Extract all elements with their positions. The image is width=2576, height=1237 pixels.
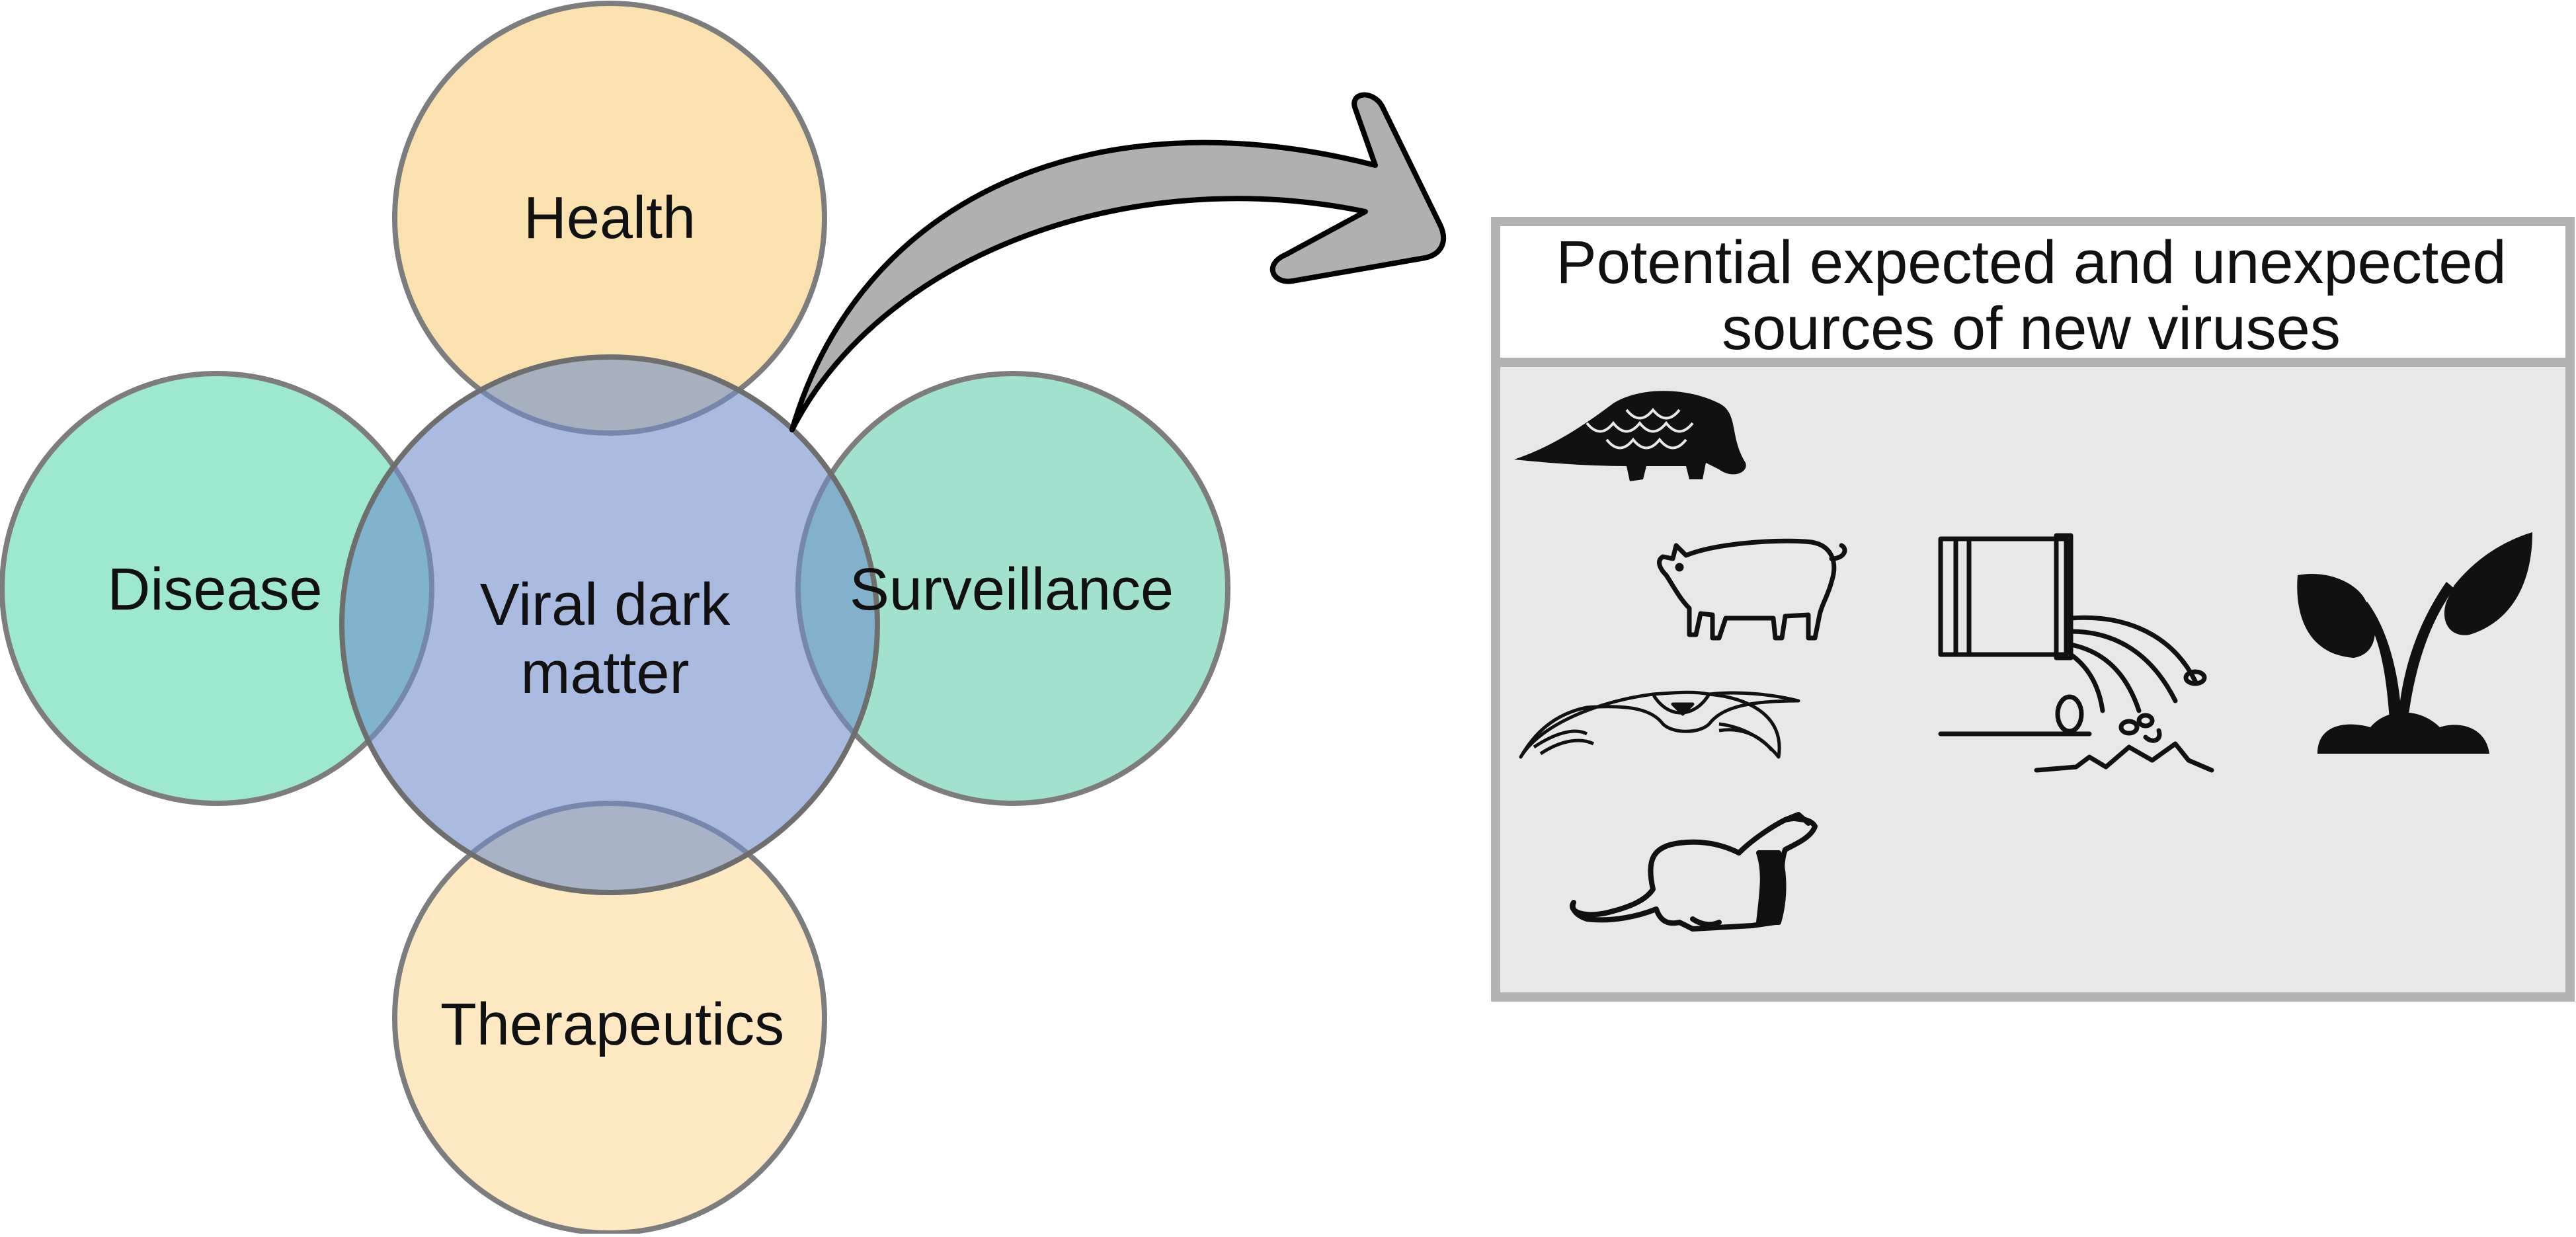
wastewater-pipe-icon: [1938, 533, 2214, 773]
label-disease: Disease: [107, 557, 322, 623]
curved-arrow-icon: [789, 92, 1446, 432]
label-center-line1: Viral dark: [480, 572, 731, 638]
sources-panel: Potential expected and unexpected source…: [1491, 217, 2575, 1002]
plant-sprout-icon: [2297, 532, 2532, 754]
panel-title-line1: Potential expected and unexpected: [1556, 229, 2506, 296]
pig-icon: [1657, 538, 1847, 641]
pangolin-icon: [1514, 391, 1746, 481]
label-center-line2: matter: [520, 640, 689, 706]
label-health: Health: [524, 185, 696, 251]
bat-icon: [1519, 690, 1800, 759]
circle-group: [0, 1, 1230, 1236]
circle-center: [339, 354, 880, 895]
panel-title-line2: sources of new viruses: [1722, 295, 2341, 362]
sources-panel-header: [1491, 217, 2575, 367]
label-surveillance: Surveillance: [850, 557, 1174, 623]
label-therapeutics: Therapeutics: [440, 992, 784, 1058]
ferret-icon: [1570, 812, 1818, 932]
